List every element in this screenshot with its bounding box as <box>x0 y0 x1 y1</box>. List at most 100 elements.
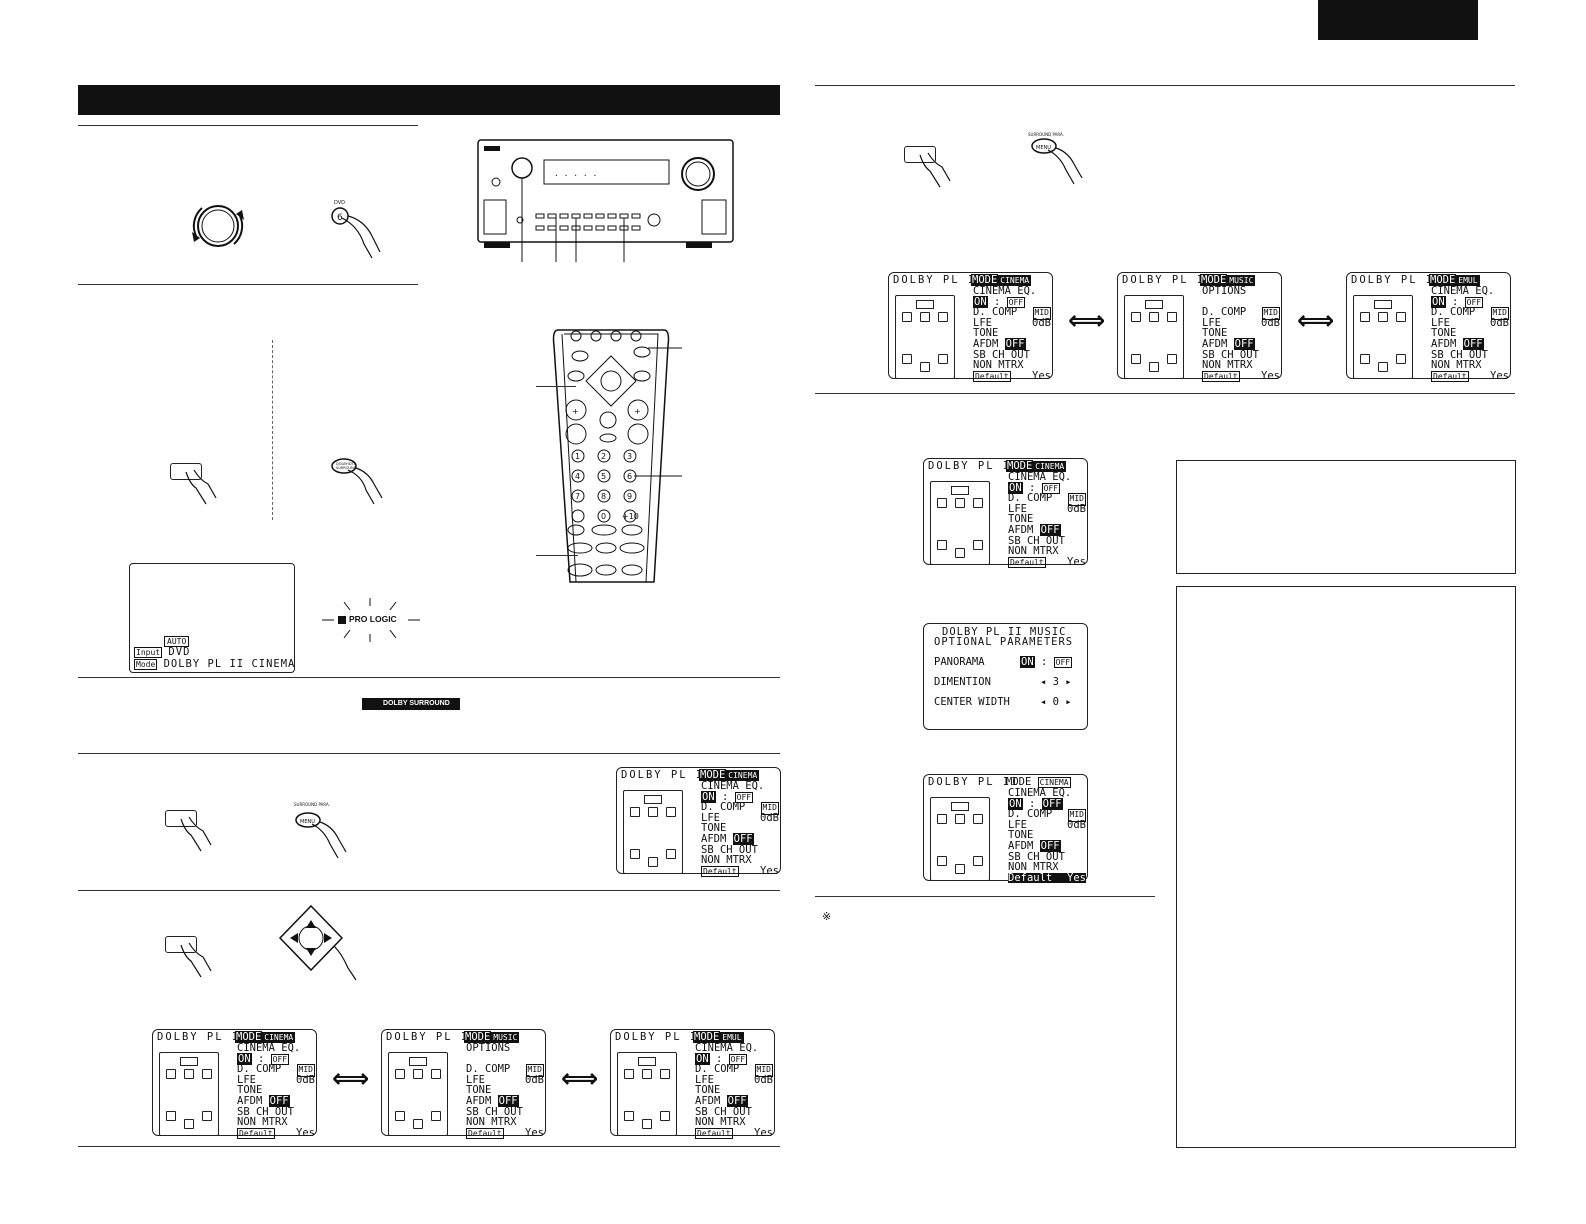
osd-lfe: LFE <box>466 1073 485 1086</box>
note-mark: ※ <box>822 910 832 923</box>
osd-tone: TONE <box>1008 829 1034 842</box>
osd-tone: TONE <box>1431 327 1457 340</box>
mode-value: DOLBY PL II CINEMA <box>163 658 296 670</box>
cursor-pad-icon <box>278 904 357 981</box>
osd-afdm-val: OFF <box>268 1094 290 1107</box>
osd-afdm-val: OFF <box>732 832 754 845</box>
osd-dcomp-val: MID <box>1261 307 1280 320</box>
osd-row-cinema-eq: CINEMA EQ. <box>237 1042 301 1054</box>
osd-dcomp: D. COMP <box>466 1063 511 1076</box>
svg-text:+10: +10 <box>622 512 639 521</box>
speaker-layout-icon <box>930 797 990 881</box>
section-title-bar <box>78 85 780 115</box>
osd-title: DOLBY PL II <box>1122 274 1214 286</box>
osd-tone: TONE <box>701 822 727 835</box>
divider <box>815 85 1515 86</box>
osd-lfe: LFE <box>701 811 720 824</box>
osd-tone: TONE <box>237 1084 263 1097</box>
params-line1: DOLBY PL II MUSIC <box>942 626 1067 638</box>
osd-mode-value: EMUL <box>720 1032 744 1043</box>
osd-title: DOLBY PL II <box>928 776 1020 788</box>
divider <box>78 890 780 891</box>
osd-on: ON <box>701 790 716 803</box>
osd-default: Default <box>1008 871 1053 884</box>
callout-line <box>536 386 576 387</box>
osd-afdm: AFDM <box>695 1094 721 1107</box>
osd-dcomp: D. COMP <box>701 801 746 814</box>
osd-title: DOLBY PL II <box>615 1031 707 1043</box>
osd-title: DOLBY PL II <box>386 1031 478 1043</box>
osd-lfe: LFE <box>1008 502 1027 515</box>
osd-lfe-val: 0dB <box>1067 818 1086 831</box>
osd-lfe-val: 0dB <box>760 811 779 824</box>
dolby-surround-logo: DOLBY SURROUND <box>362 698 460 710</box>
speaker-layout-icon <box>159 1052 219 1136</box>
osd-afdm-val: OFF <box>1462 337 1484 350</box>
svg-text:7: 7 <box>575 492 580 501</box>
svg-text:4: 4 <box>575 472 580 481</box>
svg-text:DVD: DVD <box>334 200 345 206</box>
dvd-button-press-icon: 6 DVD <box>331 200 381 259</box>
hand-button-icon <box>165 810 197 827</box>
osd-dcomp: D. COMP <box>1008 492 1053 505</box>
osd-yes: Yes <box>1490 369 1509 382</box>
divider <box>815 896 1155 897</box>
speaker-layout-icon <box>388 1052 448 1136</box>
osd-off: OFF <box>270 1053 290 1065</box>
osd-screen-cinema-default: DOLBY PL II MODE CINEMA CINEMA EQ. ON : … <box>923 774 1088 884</box>
hand-button-icon <box>904 146 936 163</box>
osd-off: OFF <box>1041 797 1063 810</box>
divider <box>815 393 1515 394</box>
osd-default: Default <box>701 865 739 877</box>
osd-yes: Yes <box>754 1126 773 1139</box>
osd-dcomp: D. COMP <box>1202 306 1247 319</box>
speaker-layout-icon <box>895 295 955 379</box>
pointing-hand-icon <box>185 469 217 505</box>
osd-mode-label: MODE <box>1006 460 1034 472</box>
osd-default: Default <box>695 1127 733 1139</box>
osd-yes: Yes <box>760 864 779 877</box>
osd-mode-label: MODE <box>464 1031 492 1043</box>
osd-dcomp: D. COMP <box>1008 808 1053 821</box>
auto-badge: AUTO <box>164 636 190 647</box>
double-arrow-icon: ⟺ <box>332 1064 370 1094</box>
osd-yes: Yes <box>296 1126 315 1139</box>
osd-nonmtrx: NON MTRX <box>695 1116 746 1129</box>
osd-title: DOLBY PL II <box>1351 274 1443 286</box>
receiver-front-panel-image: . . . . . <box>477 139 734 262</box>
double-arrow-icon: ⟺ <box>1068 306 1106 336</box>
osd-tone: TONE <box>1008 513 1034 526</box>
osd-yes: Yes <box>1067 555 1086 568</box>
osd-lfe: LFE <box>695 1073 714 1086</box>
double-arrow-icon: ⟺ <box>561 1064 599 1094</box>
osd-sbch: SB CH OUT <box>1202 348 1259 361</box>
note-box <box>1176 460 1516 574</box>
osd-dcomp-val: MID <box>525 1064 544 1077</box>
osd-default: Default <box>1431 370 1469 382</box>
osd-lfe-val: 0dB <box>1261 316 1280 329</box>
osd-mode-value: CINEMA <box>1037 777 1071 788</box>
osd-title: DOLBY PL II <box>621 769 713 781</box>
master-volume-knob-icon <box>192 205 244 247</box>
speaker-layout-icon <box>930 481 990 565</box>
osd-afdm-val: OFF <box>1039 839 1061 852</box>
osd-title: DOLBY PL II <box>893 274 985 286</box>
osd-nonmtrx: NON MTRX <box>1008 861 1059 874</box>
osd-lfe-val: 0dB <box>1032 316 1051 329</box>
osd-mode-label: MODE <box>971 274 999 286</box>
osd-lfe: LFE <box>973 316 992 329</box>
osd-afdm-val: OFF <box>1004 337 1026 350</box>
osd-afdm: AFDM <box>1202 337 1228 350</box>
dolby-dts-surround-button-icon: DOLBY/DTS SURROUND <box>331 458 383 505</box>
divider <box>78 677 780 678</box>
svg-text:+: + <box>634 407 641 416</box>
osd-lfe-val: 0dB <box>1067 502 1086 515</box>
param-center-width-val: 0 <box>1052 696 1059 708</box>
osd-off: OFF <box>1006 296 1026 308</box>
pointing-hand-icon <box>180 942 212 978</box>
hand-button-icon <box>165 936 197 953</box>
osd-yes: Yes <box>1067 871 1086 884</box>
